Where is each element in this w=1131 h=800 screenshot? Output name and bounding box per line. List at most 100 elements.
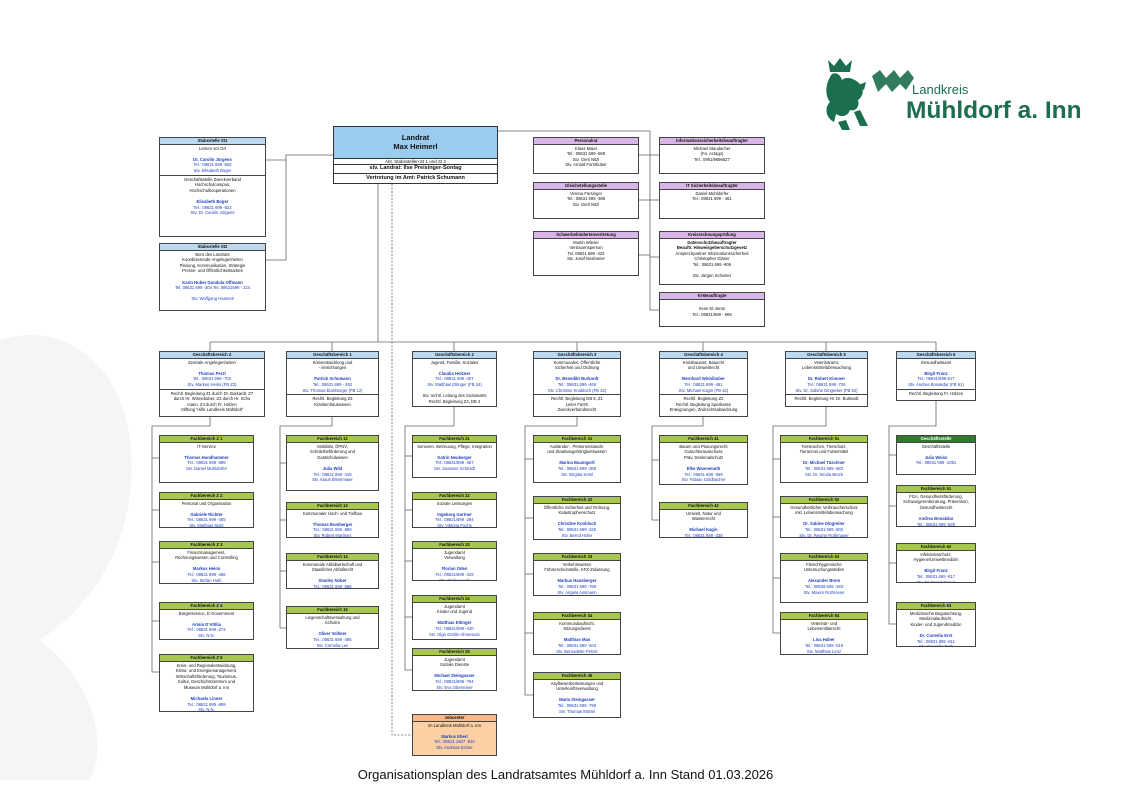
logo-text-name: Mühldorf a. Inn bbox=[906, 97, 1082, 124]
org-box-line: Kommunaler Hoch- und Tiefbau bbox=[302, 510, 363, 516]
org-box-line: Stv. Andrea Bonakdar (FB 61) bbox=[908, 381, 964, 387]
org-box-line: Rechtl. Begleitung Hr. Dr. Burkardt bbox=[794, 396, 859, 402]
org-box-line: Dr. Carolin Jürgens bbox=[193, 156, 232, 162]
org-box-line: Tel.: 08638 606 -183 bbox=[804, 583, 844, 589]
org-box-line: Tel.: 08631 699 -796 bbox=[557, 702, 597, 708]
org-box-line: Hochschulkooperationen bbox=[189, 187, 236, 193]
org-box-line: Gesundheitsamt bbox=[920, 359, 952, 365]
org-box-line: Claudia Holzner bbox=[438, 370, 471, 376]
org-box-line: Lernen vor Ort bbox=[199, 145, 226, 151]
org-box-line: Stv. Robert Martinez bbox=[313, 532, 352, 538]
org-box-line: Tel.: 08631 699 -726 bbox=[807, 381, 846, 387]
org-box-line: Alexander Brem bbox=[807, 578, 841, 584]
org-box-line: Gesundheitlicher Verbraucherschutz bbox=[790, 504, 858, 510]
org-box-line: Rechtl. Begleitung Z3 bbox=[312, 396, 353, 402]
org-box-line: Stv. Eva Oberreiner bbox=[436, 684, 473, 690]
org-box-line: Thomas Bumberger bbox=[312, 521, 353, 527]
org-box-line: Sitzungsdienst bbox=[563, 626, 591, 632]
org-box-line: Koordinierende Angelegenheiten bbox=[182, 257, 243, 263]
org-box-line: Klima- und Energiemanagement, bbox=[175, 668, 238, 674]
org-box-title: Fachbereich 25 bbox=[413, 649, 496, 656]
org-box-line: Stv. Markus Heimi (FB Z3) bbox=[187, 381, 237, 387]
org-box-title: Fachbereich 33 bbox=[534, 554, 620, 561]
org-box-line: Tel.: 08631 699 -405 bbox=[187, 517, 226, 523]
org-box-line: Tel.: 08631/699 -367 bbox=[435, 460, 474, 466]
org-box-line: Tel.: 08631 699 -696 bbox=[187, 460, 226, 466]
org-box-divider bbox=[897, 388, 975, 390]
org-box-line: Daniel Muhldorfer bbox=[695, 190, 729, 196]
org-box-line: Tel.: 08631/699 - 906 bbox=[692, 311, 732, 317]
org-box-line: Finanzmanagement, bbox=[187, 549, 226, 555]
org-box-line: Tel.: 08631 699 -1081 bbox=[915, 460, 957, 466]
org-box-line: Christopher Gläser bbox=[694, 256, 730, 262]
org-box-line: Tel.: 08631/699 -794 bbox=[435, 678, 474, 684]
org-box-title: Geschäftsbereich 4 bbox=[660, 352, 747, 359]
org-box-line: Lebensmittelüberwachung bbox=[802, 365, 851, 371]
org-box-line: Oliver Vollmer bbox=[318, 631, 347, 637]
org-box-line: Tel.: 08631 699 -886 bbox=[313, 583, 352, 589]
org-box-title: Fachbereich 53 bbox=[781, 554, 867, 561]
org-box-line: Rechtl. Begleitung Fr. Holzen bbox=[908, 390, 964, 396]
org-box-line: Julia Weiss bbox=[924, 454, 948, 460]
org-box-line: Stv. Graciella Beth bbox=[918, 644, 954, 647]
org-box-line: Stv. Cornelia Lex bbox=[316, 642, 349, 648]
org-box-line: Gutachterausschuss bbox=[684, 449, 723, 455]
org-box-line: Geschäftsstelle Zweckverband bbox=[183, 176, 242, 182]
org-box-line: Matthias Mas bbox=[563, 637, 591, 643]
org-box-line: Stv. Dr. Regine Rothmayer bbox=[799, 532, 849, 538]
org-box-line: Stv. Dr. Carolin Jürgens bbox=[190, 210, 235, 216]
org-box-line: Kreisbauamt, Bauecht bbox=[682, 359, 725, 365]
org-box-line: Lebensmittelrecht bbox=[807, 626, 841, 632]
org-box-line: Rechtl. Begleitung Z2 bbox=[683, 396, 724, 402]
org-box-line: Liegenschaftsverwaltung und bbox=[305, 614, 360, 620]
org-box-line: Tel.: 08631 699 - 262 bbox=[312, 381, 353, 387]
org-box-line: Stv. Matthias Spitz bbox=[189, 522, 224, 528]
org-box-line: Stv. Viktoria Fuchs bbox=[437, 522, 472, 528]
org-box-line: Julia Wild bbox=[322, 465, 343, 471]
org-box-line: Schulen bbox=[324, 620, 341, 626]
org-box-line: Katastrophenschutz bbox=[558, 510, 596, 516]
org-box-line: Tel.: 08631 699 -702 bbox=[192, 376, 232, 382]
landrat-representation: Vertretung im Amt: Patrick Schumann bbox=[366, 174, 465, 181]
org-box-line: Rechtl. Begleitung Z4, DB 4 bbox=[428, 398, 481, 404]
org-box-line: Birgit Franz bbox=[924, 568, 948, 574]
org-box-line: Stv. Christine Knobloch (FB 32) bbox=[547, 387, 607, 393]
org-box-title: Fachbereich 13 bbox=[287, 503, 378, 510]
org-box-title: Geschäftsbereich 2 bbox=[413, 352, 496, 359]
org-box-line: Tel.: 08631 699 -404 bbox=[557, 642, 597, 648]
org-box-line: Tel.: 08631/699 -294 bbox=[435, 517, 474, 523]
org-box-line: Tel. 08631 699 -423 bbox=[567, 250, 605, 256]
org-box-line: Leiter FüGK bbox=[565, 401, 589, 407]
org-box-line: Stv. Daniel Muhldorfer bbox=[185, 465, 228, 471]
org-box-line: Martin Wieser bbox=[573, 239, 599, 245]
org-box-line: Dr. Sabine Dingreiter bbox=[803, 521, 845, 527]
org-box-line: Gastschulwesen bbox=[317, 454, 348, 460]
org-box-title: Fachbereich Z 4 bbox=[160, 603, 253, 610]
org-box-line: Florian Oden bbox=[441, 566, 468, 572]
org-box-line: Stv. Elisabeth Boger bbox=[193, 167, 232, 173]
org-box-line: Jugendamt bbox=[444, 603, 465, 609]
org-box-line: Irene El-Jeran bbox=[698, 306, 726, 312]
org-box-line: Stv. Dr. Sabine Dingreiter (FB 52) bbox=[795, 387, 858, 393]
org-box-line: Markus Eberl bbox=[441, 733, 468, 739]
org-box-line: Stv. Stefan Laub bbox=[439, 577, 470, 581]
org-box-line: Stv. Michael Kagin (FB 42) bbox=[678, 387, 729, 393]
org-box-line: mann, Z4 durch Fr. Holzen bbox=[187, 401, 237, 407]
org-box-line: Personal und Organisation bbox=[181, 500, 232, 506]
org-box-title: Gleichstellungsstelle bbox=[534, 183, 638, 190]
org-box-line: Stv. Bernadette Pelzer bbox=[556, 648, 598, 654]
